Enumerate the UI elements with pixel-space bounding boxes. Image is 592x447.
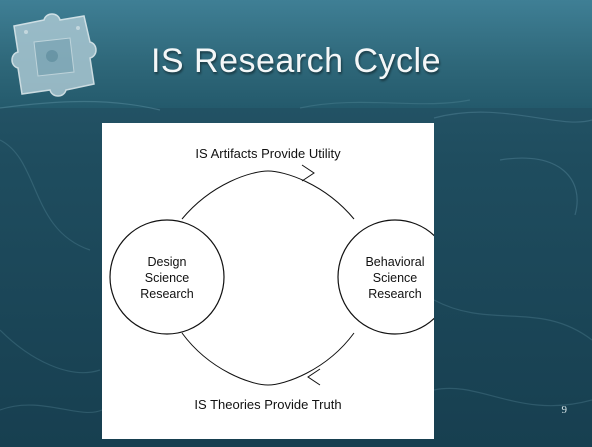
slide-title: IS Research Cycle <box>150 42 442 80</box>
design-science-circle <box>109 219 225 335</box>
research-cycle-diagram: IS Artifacts Provide Utility Design Scie… <box>102 123 434 439</box>
behavioral-line2: Science <box>372 271 418 285</box>
puzzle-piece-icon <box>11 13 97 97</box>
header-band <box>0 0 592 108</box>
top-arrowhead <box>301 164 315 182</box>
design-line1: Design <box>147 255 187 269</box>
behavioral-science-circle <box>337 219 434 335</box>
page-number: 9 <box>561 404 568 416</box>
cycle-graphic <box>109 164 434 386</box>
behavioral-line1: Behavioral <box>365 255 425 269</box>
bottom-arrowhead <box>307 368 321 386</box>
design-science-label: Design Science Research <box>122 254 212 302</box>
design-line2: Science <box>144 271 190 285</box>
bottom-arc <box>181 332 355 386</box>
top-arc <box>181 170 355 220</box>
design-line3: Research <box>140 287 194 301</box>
behavioral-line3: Research <box>368 287 422 301</box>
bottom-arrow-label: IS Theories Provide Truth <box>194 397 342 412</box>
behavioral-science-label: Behavioral Science Research <box>350 254 440 302</box>
top-arrow-label: IS Artifacts Provide Utility <box>195 146 341 161</box>
